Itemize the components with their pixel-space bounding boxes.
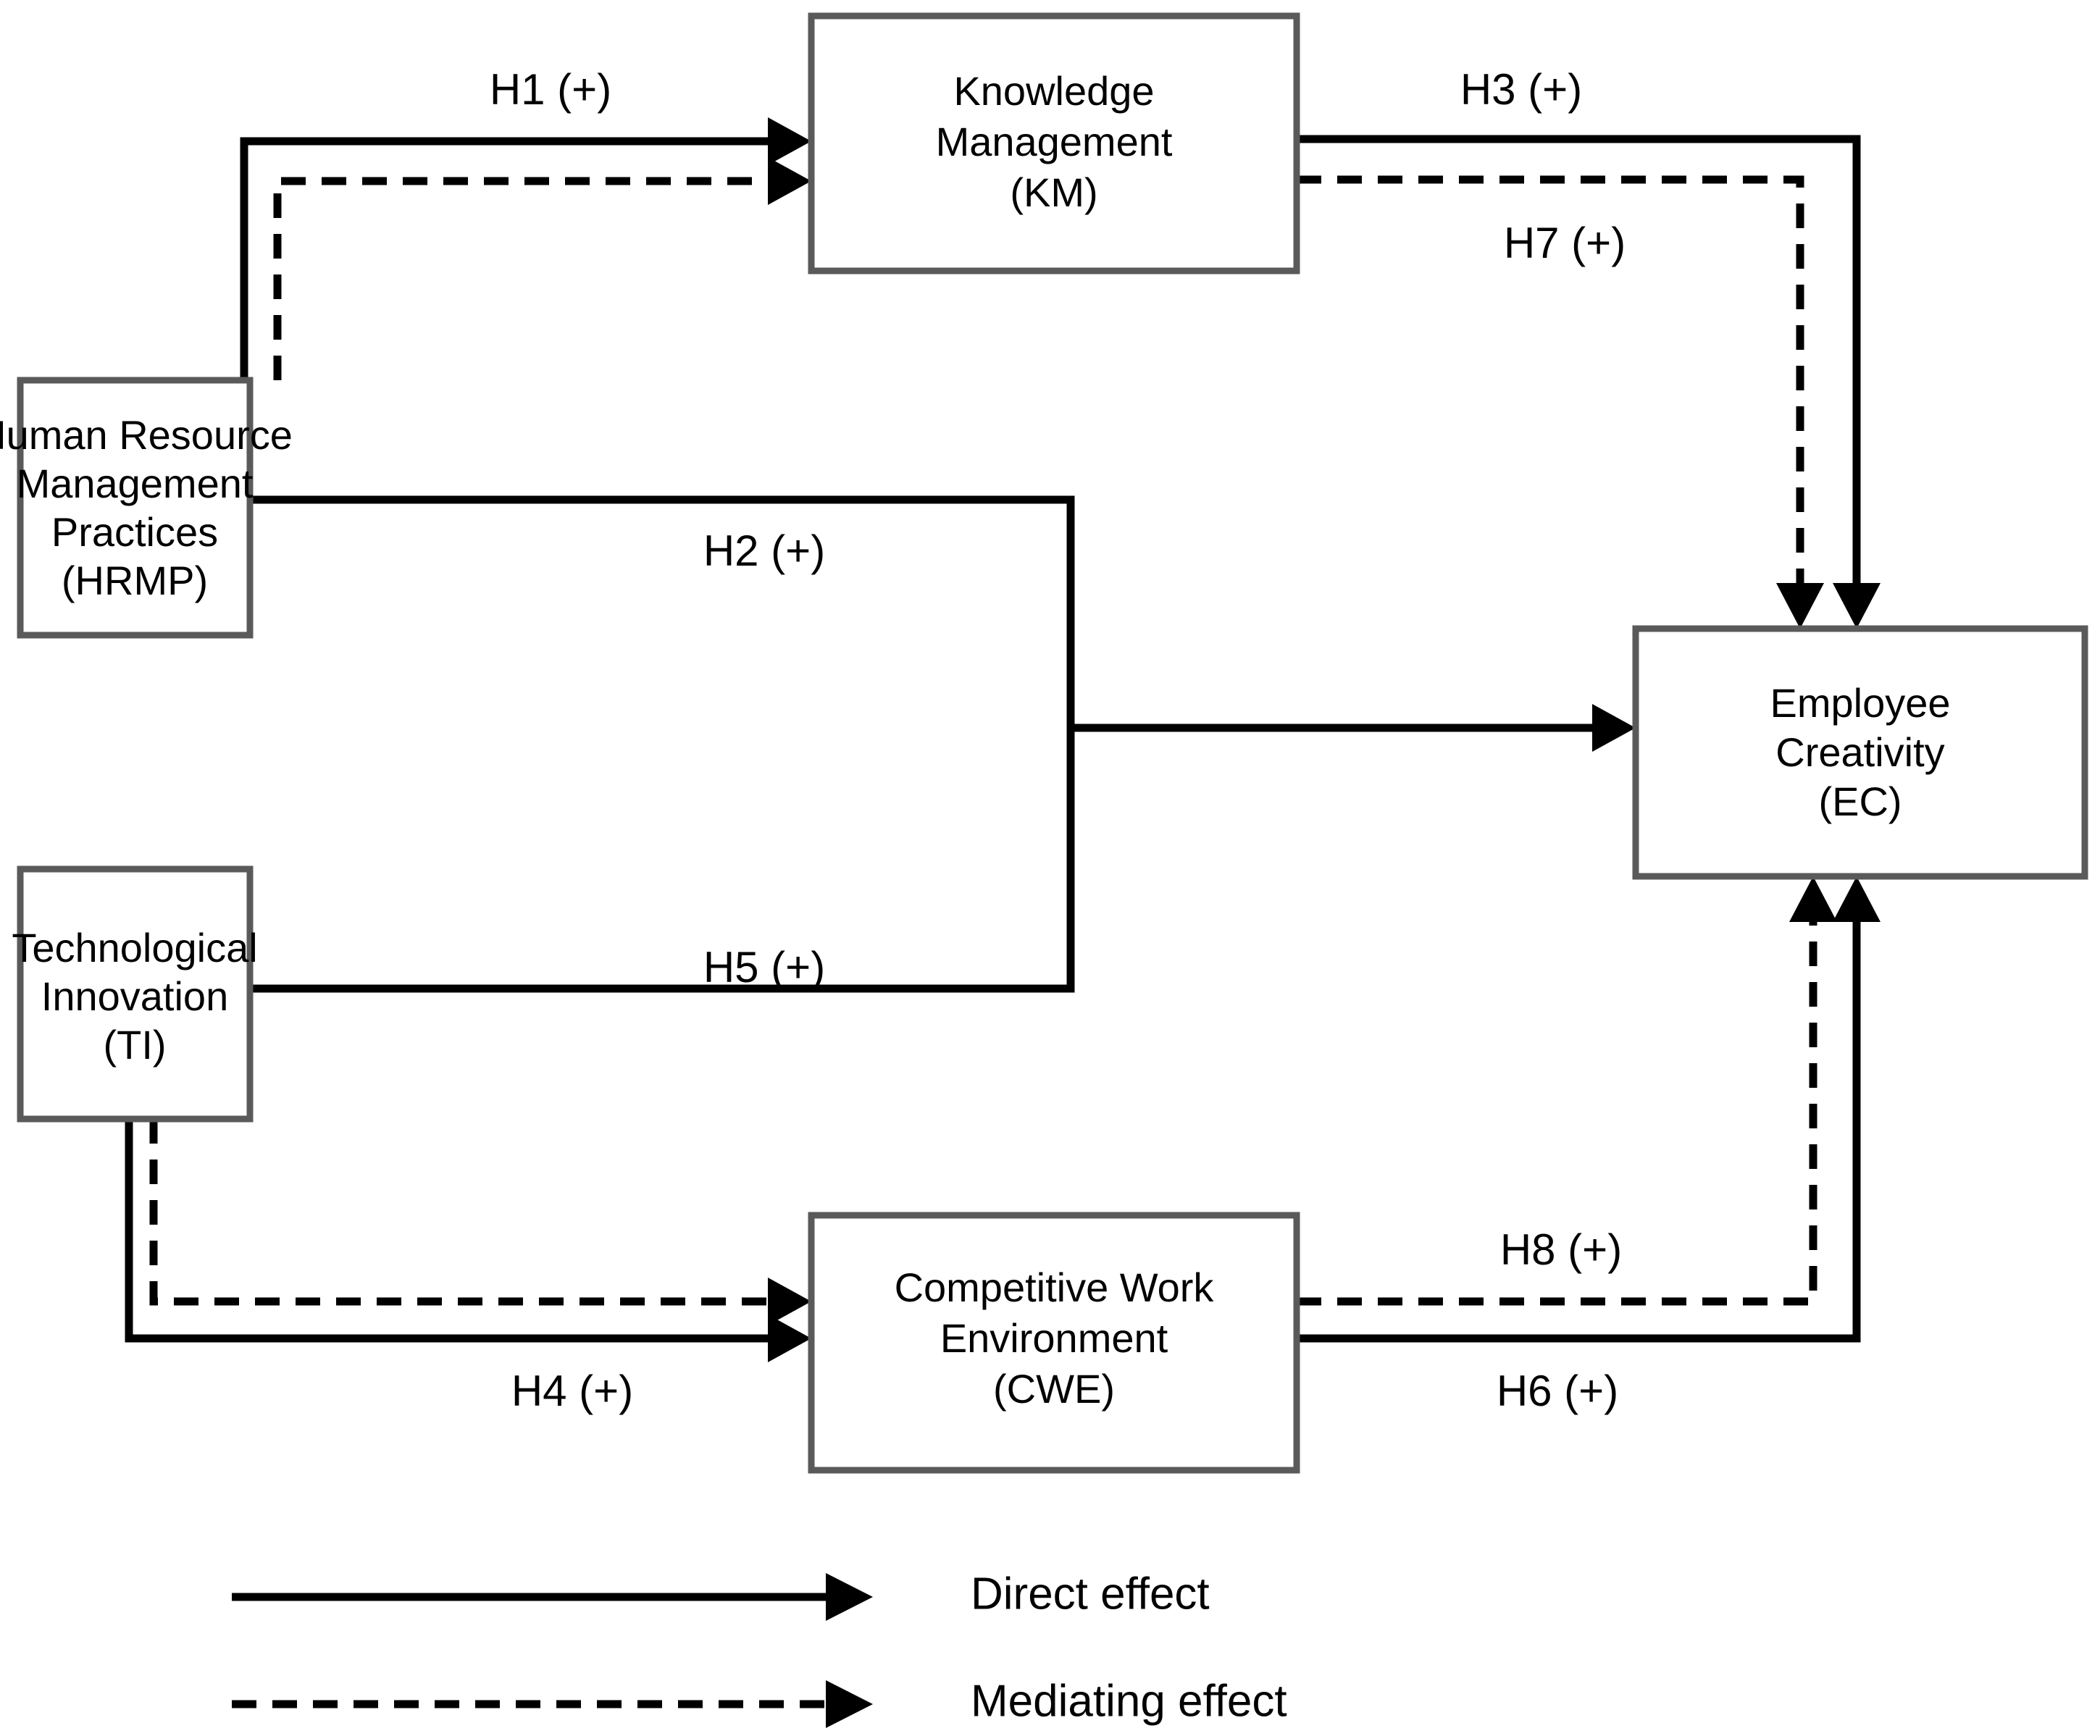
edge-h2-h5-trunk bbox=[1071, 704, 1636, 752]
node-knowledge-management-box[interactable] bbox=[808, 12, 1300, 274]
node-human-resource-management-practices[interactable]: Human Resource Management Practices (HRM… bbox=[0, 377, 293, 639]
edge-h7-leg1 bbox=[273, 157, 811, 380]
edge-h7-leg2 bbox=[1297, 175, 1824, 629]
edge-h4-arrowhead bbox=[768, 1314, 811, 1362]
path-label-h3: H3 (+) bbox=[1460, 65, 1582, 114]
node-cwe-line1: Competitive Work bbox=[895, 1265, 1215, 1310]
edge-h6-arrowhead bbox=[1833, 876, 1881, 922]
path-label-h4: H4 (+) bbox=[511, 1367, 633, 1415]
edge-h4-line bbox=[125, 1119, 768, 1343]
edge-h5-line bbox=[250, 728, 1075, 993]
node-ti-line3: (TI) bbox=[103, 1022, 166, 1068]
edge-h6 bbox=[1297, 876, 1881, 1343]
node-hrmp-line1: Human Resource bbox=[0, 412, 293, 458]
path-label-h1: H1 (+) bbox=[490, 65, 611, 114]
path-label-h8: H8 (+) bbox=[1500, 1225, 1622, 1274]
node-technological-innovation[interactable]: Technological Innovation (TI) bbox=[12, 865, 258, 1123]
node-employee-creativity-box[interactable] bbox=[1632, 625, 2088, 880]
path-label-h7: H7 (+) bbox=[1504, 219, 1626, 267]
legend-item-mediating-effect: Mediating effect bbox=[232, 1676, 1287, 1728]
node-knowledge-management-line3: (KM) bbox=[1010, 169, 1097, 215]
node-knowledge-management[interactable]: Knowledge Management (KM) bbox=[808, 12, 1300, 274]
node-ec-line2: Creativity bbox=[1775, 729, 1944, 775]
node-technological-innovation-box[interactable] bbox=[17, 865, 254, 1123]
edge-h3-arrowhead bbox=[1833, 583, 1881, 629]
legend-item-direct-effect: Direct effect bbox=[232, 1569, 1210, 1621]
node-cwe-line3: (CWE) bbox=[993, 1366, 1115, 1412]
node-ti-line2: Innovation bbox=[41, 973, 228, 1019]
legend-mediating-effect-arrowhead bbox=[826, 1680, 873, 1728]
node-hrmp-line3: Practices bbox=[51, 509, 218, 555]
edge-h1-line bbox=[240, 137, 768, 380]
edge-h1-arrowhead bbox=[768, 117, 811, 165]
node-employee-creativity[interactable]: Employee Creativity (EC) bbox=[1632, 625, 2088, 880]
legend-direct-effect-arrowhead bbox=[826, 1573, 873, 1621]
legend: Direct effect Mediating effect bbox=[232, 1569, 1287, 1728]
path-label-h5: H5 (+) bbox=[703, 943, 825, 991]
legend-direct-effect-label: Direct effect bbox=[971, 1569, 1210, 1619]
edge-h8-leg1 bbox=[149, 1119, 811, 1325]
node-competitive-work-environment[interactable]: Competitive Work Environment (CWE) bbox=[808, 1212, 1300, 1474]
edge-h2-line bbox=[250, 495, 1075, 728]
edge-h8-leg2-arrowhead bbox=[1789, 876, 1837, 922]
edge-h7-leg1-arrowhead bbox=[768, 157, 811, 205]
node-human-resource-management-practices-box[interactable] bbox=[17, 377, 254, 639]
node-knowledge-management-line1: Knowledge bbox=[953, 68, 1154, 114]
node-ec-line1: Employee bbox=[1770, 680, 1950, 726]
edge-h3 bbox=[1297, 135, 1881, 629]
edge-h8-leg1-arrowhead bbox=[768, 1278, 811, 1325]
edge-h2-h5-trunk-arrowhead bbox=[1592, 704, 1636, 752]
node-ec-line3: (EC) bbox=[1818, 779, 1902, 824]
edge-h8-leg2 bbox=[1297, 876, 1837, 1306]
edge-h7-leg2-arrowhead bbox=[1776, 583, 1824, 629]
edge-h3-line bbox=[1297, 135, 1861, 583]
node-cwe-line2: Environment bbox=[940, 1315, 1168, 1361]
node-ti-line1: Technological bbox=[12, 925, 257, 970]
edge-h4 bbox=[125, 1119, 811, 1362]
path-label-h2: H2 (+) bbox=[703, 527, 825, 575]
edge-h8-leg1-line bbox=[149, 1119, 768, 1306]
edge-h7-leg1-line bbox=[273, 177, 768, 380]
node-hrmp-line4: (HRMP) bbox=[62, 558, 208, 603]
edge-h1 bbox=[240, 117, 811, 380]
legend-mediating-effect-label: Mediating effect bbox=[971, 1676, 1287, 1726]
edge-h8-leg2-line bbox=[1297, 922, 1817, 1306]
path-label-h6: H6 (+) bbox=[1497, 1367, 1618, 1415]
edge-h7-leg2-line bbox=[1297, 175, 1804, 583]
edge-h6-line bbox=[1297, 922, 1861, 1343]
node-knowledge-management-line2: Management bbox=[936, 119, 1173, 164]
node-competitive-work-environment-box[interactable] bbox=[808, 1212, 1300, 1474]
node-hrmp-line2: Management bbox=[17, 461, 254, 506]
